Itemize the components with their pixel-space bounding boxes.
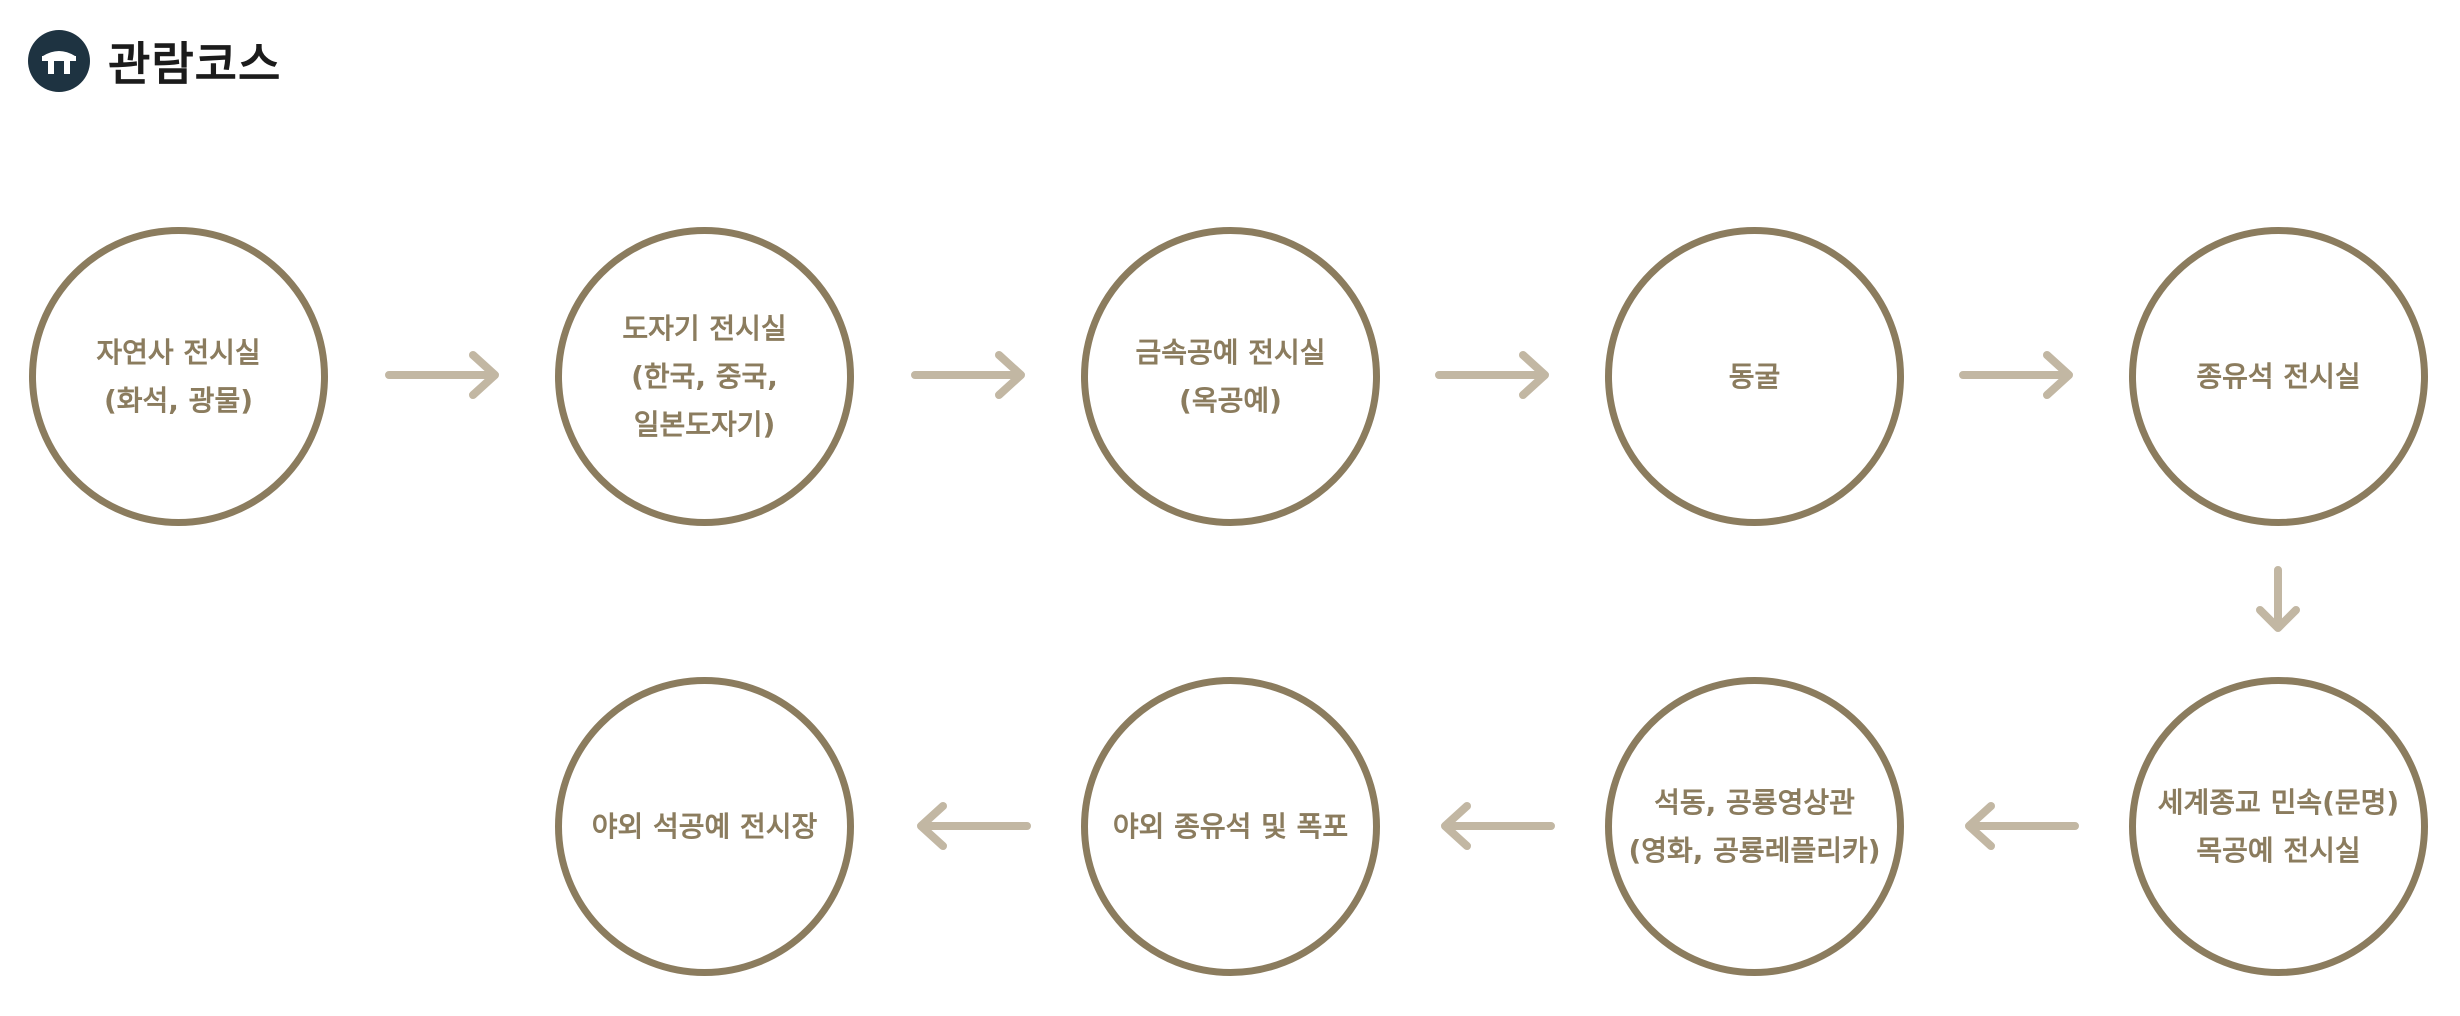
station-5: 종유석 전시실 <box>2129 227 2428 526</box>
page-title: 관람코스 <box>108 37 282 91</box>
station-label: 종유석 전시실 <box>2196 359 2361 393</box>
station-2: 도자기 전시실 (한국, 중국, 일본도자기) <box>555 227 854 526</box>
header: 관람코스 <box>28 28 281 94</box>
station-label: 금속공예 전시실 (옥공예) <box>1135 335 1326 417</box>
station-8: 야외 종유석 및 폭포 <box>1081 677 1380 976</box>
arrow-left-icon <box>1441 802 1555 850</box>
station-label: 자연사 전시실 (화석, 광물) <box>96 335 261 417</box>
station-label: 동굴 <box>1728 359 1781 393</box>
station-6: 세계종교 민속(문명) 목공예 전시실 <box>2129 677 2428 976</box>
station-7: 석동, 공룡영상관 (영화, 공룡레플리카) <box>1605 677 1904 976</box>
arrow-left-icon <box>1965 802 2079 850</box>
station-1: 자연사 전시실 (화석, 광물) <box>29 227 328 526</box>
station-label: 석동, 공룡영상관 (영화, 공룡레플리카) <box>1628 785 1881 867</box>
station-label: 도자기 전시실 (한국, 중국, 일본도자기) <box>622 311 787 441</box>
arrow-right-icon <box>1435 351 1549 399</box>
arrow-right-icon <box>911 351 1025 399</box>
station-label: 세계종교 민속(문명) 목공예 전시실 <box>2157 785 2400 867</box>
station-label: 야외 종유석 및 폭포 <box>1112 809 1349 843</box>
arrow-down-icon <box>2256 566 2300 632</box>
arrow-right-icon <box>385 351 499 399</box>
station-9: 야외 석공예 전시장 <box>555 677 854 976</box>
arrow-right-icon <box>1959 351 2073 399</box>
arrow-left-icon <box>917 802 1031 850</box>
station-3: 금속공예 전시실 (옥공예) <box>1081 227 1380 526</box>
museum-icon <box>28 30 90 92</box>
station-label: 야외 석공예 전시장 <box>591 809 818 843</box>
station-4: 동굴 <box>1605 227 1904 526</box>
